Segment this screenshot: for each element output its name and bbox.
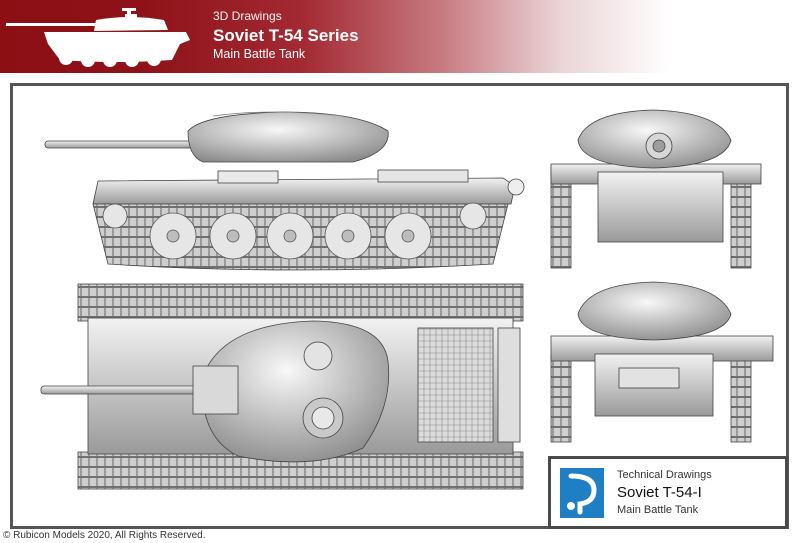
tank-silhouette-icon — [6, 8, 190, 67]
banner-title: Soviet T-54 Series — [213, 26, 359, 45]
top-view — [40, 283, 524, 490]
info-box: Technical Drawings Soviet T-54-I Main Ba… — [548, 456, 788, 529]
side-view — [44, 111, 525, 271]
info-text-block: Technical Drawings Soviet T-54-I Main Ba… — [617, 468, 712, 517]
copyright-notice: © Rubicon Models 2020, All Rights Reserv… — [3, 530, 206, 541]
banner-text-block: 3D Drawings Soviet T-54 Series Main Batt… — [213, 9, 359, 62]
drawing-sheet: Technical Drawings Soviet T-54-I Main Ba… — [10, 83, 789, 529]
banner-subtitle: Main Battle Tank — [213, 47, 306, 61]
info-subtitle: Main Battle Tank — [617, 504, 699, 516]
banner-kicker: 3D Drawings — [213, 9, 282, 23]
info-title: Soviet T-54-I — [617, 484, 702, 501]
tank-drawings — [40, 109, 774, 490]
rubicon-logo-icon — [560, 468, 604, 518]
front-view — [550, 109, 762, 269]
header-banner: 3D Drawings Soviet T-54 Series Main Batt… — [0, 0, 800, 73]
info-kicker: Technical Drawings — [617, 469, 712, 481]
rear-view — [550, 281, 774, 443]
